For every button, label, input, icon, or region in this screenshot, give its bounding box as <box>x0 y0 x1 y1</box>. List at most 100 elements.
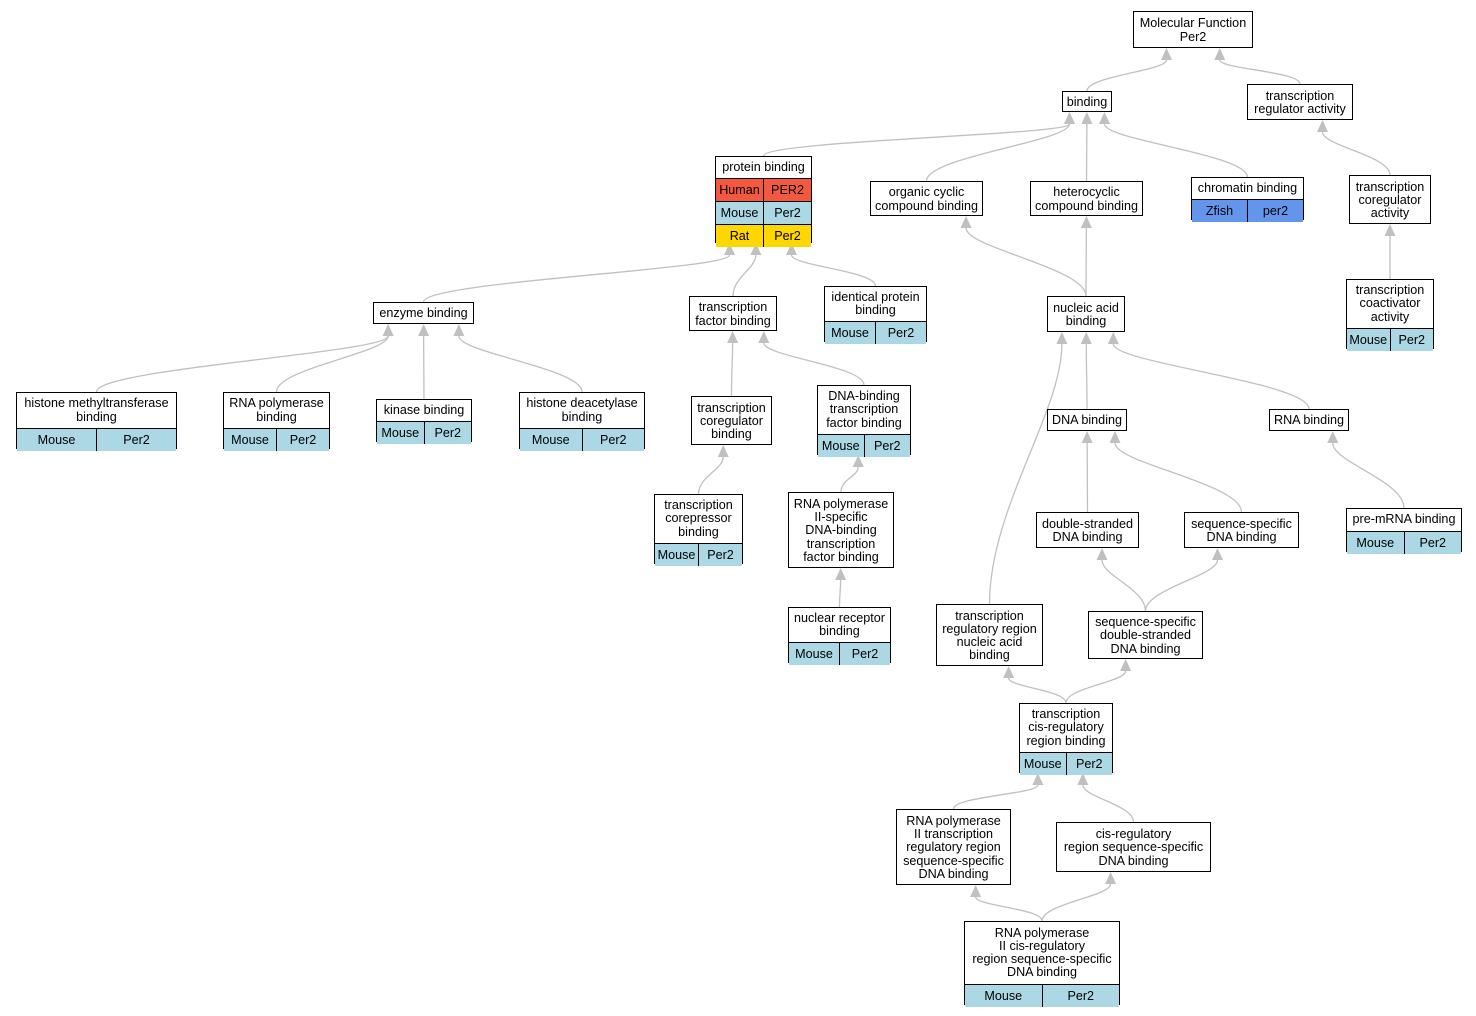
go-term-label: RNA binding <box>1273 413 1344 428</box>
arrowhead-transcription-cis-regulatory-region-binding-to-transcription-regulatory-region-nucleic-acid-binding <box>1003 666 1015 678</box>
go-term-dna-binding[interactable]: DNA binding <box>1047 409 1127 431</box>
edge-transcription-cis-regulatory-region-binding-to-sequence-specific-ds-dna-binding <box>1065 670 1127 704</box>
go-term-rna-pol-ii-transcription-regulatory-region-ss-dna-binding[interactable]: RNA polymerase II transcription regulato… <box>896 809 1011 885</box>
go-term-molecular-function[interactable]: Molecular Function Per2 <box>1133 11 1253 48</box>
gene-symbol: Per2 <box>423 422 472 444</box>
go-term-heterocyclic-compound-binding[interactable]: heterocyclic compound binding <box>1030 181 1143 216</box>
go-term-label: transcription factor binding <box>695 300 771 328</box>
go-term-organic-cyclic-compound-binding[interactable]: organic cyclic compound binding <box>870 181 983 216</box>
go-term-nucleic-acid-binding[interactable]: nucleic acid binding <box>1047 296 1125 332</box>
edge-enzyme-binding-to-protein-binding <box>422 254 731 303</box>
species-label: Mouse <box>720 206 759 220</box>
gene-symbol: PER2 <box>763 179 811 201</box>
go-term-label: transcription corepressor binding <box>664 498 733 539</box>
go-term-cis-regulatory-region-ss-dna-binding[interactable]: cis-regulatory region sequence-specific … <box>1056 822 1211 872</box>
go-term-label: transcription coactivator activity <box>1355 283 1425 324</box>
species-label: Mouse <box>795 647 833 661</box>
edge-rna-pol-ii-dna-binding-tf-binding-to-dna-binding-transcription-factor-binding <box>840 466 859 493</box>
species-label: Mouse <box>531 433 570 447</box>
arrowhead-dna-binding-to-nucleic-acid-binding <box>1080 332 1092 344</box>
go-term-label: histone deacetylase binding <box>526 396 638 424</box>
gene-symbol: per2 <box>1247 200 1303 222</box>
species-label: Mouse <box>657 548 696 562</box>
go-term-double-stranded-dna-binding[interactable]: double-stranded DNA binding <box>1036 512 1139 548</box>
edge-sequence-specific-ds-dna-binding-to-double-stranded-dna-binding <box>1101 559 1147 612</box>
edge-dna-binding-to-nucleic-acid-binding <box>1085 343 1088 410</box>
go-term-transcription-regulator-activity[interactable]: transcription regulator activity <box>1247 84 1353 120</box>
arrowhead-nuclear-receptor-binding-to-rna-pol-ii-dna-binding-tf-binding <box>835 568 847 580</box>
go-term-rna-binding[interactable]: RNA binding <box>1269 409 1349 431</box>
go-term-sequence-specific-dna-binding[interactable]: sequence-specific DNA binding <box>1184 512 1299 548</box>
go-term-label: RNA polymerase binding <box>229 396 324 424</box>
species-label: Mouse <box>231 433 269 447</box>
arrowhead-heterocyclic-compound-binding-to-binding <box>1081 112 1093 124</box>
species-label: Rat <box>729 229 750 243</box>
go-term-label: cis-regulatory region sequence-specific … <box>1063 827 1204 868</box>
go-term-label: Molecular Function Per2 <box>1139 16 1247 44</box>
go-term-label: heterocyclic compound binding <box>1035 185 1138 213</box>
arrowhead-sequence-specific-ds-dna-binding-to-double-stranded-dna-binding <box>1096 548 1108 560</box>
edge-histone-methyltransferase-binding-to-enzyme-binding <box>95 335 389 393</box>
annotation-row-mouse[interactable]: Mouse Per2 <box>716 201 811 224</box>
arrowhead-rna-binding-to-nucleic-acid-binding <box>1107 332 1119 344</box>
gene-symbol: Per2 <box>863 435 911 457</box>
go-term-dna-binding-transcription-factor-binding[interactable]: DNA-binding transcription factor binding… <box>817 385 911 457</box>
arrowhead-cis-regulatory-region-ss-dna-binding-to-transcription-cis-regulatory-region-binding <box>1077 773 1089 785</box>
arrowhead-rna-pol-ii-cis-regulatory-region-ss-dna-binding-to-rna-pol-ii-transcription-regulatory-region-ss-dna-binding <box>970 885 982 897</box>
go-term-rna-pol-ii-cis-regulatory-region-ss-dna-binding[interactable]: RNA polymerase II cis-regulatory region … <box>964 921 1120 1007</box>
go-term-label: organic cyclic compound binding <box>875 185 978 213</box>
go-term-transcription-cis-regulatory-region-binding[interactable]: transcription cis-regulatory region bind… <box>1019 703 1113 775</box>
species-label: Mouse <box>831 326 869 340</box>
go-term-transcription-factor-binding[interactable]: transcription factor binding <box>689 296 777 331</box>
edge-rna-pol-ii-cis-regulatory-region-ss-dna-binding-to-cis-regulatory-region-ss-dna-binding <box>1041 883 1112 922</box>
go-term-rna-pol-ii-dna-binding-tf-binding[interactable]: RNA polymerase II-specific DNA-binding t… <box>788 492 894 568</box>
arrowhead-enzyme-binding-to-protein-binding <box>724 243 736 255</box>
arrowhead-transcription-factor-binding-to-protein-binding <box>750 243 762 255</box>
go-term-sequence-specific-ds-dna-binding[interactable]: sequence-specific double-stranded DNA bi… <box>1088 611 1203 659</box>
species-label: Mouse <box>37 433 76 447</box>
arrowhead-pre-mrna-binding-to-rna-binding <box>1327 431 1339 443</box>
arrowhead-double-stranded-dna-binding-to-dna-binding <box>1081 431 1093 443</box>
gene-symbol: Per2 <box>763 202 811 224</box>
go-term-transcription-coregulator-activity[interactable]: transcription coregulator activity <box>1349 175 1431 224</box>
gene-symbol: Per2 <box>1389 329 1434 351</box>
edge-rna-pol-ii-transcription-regulatory-region-ss-dna-binding-to-transcription-cis-regulatory-region-binding <box>952 784 1039 810</box>
arrowhead-dna-binding-transcription-factor-binding-to-transcription-factor-binding <box>758 331 770 343</box>
go-term-enzyme-binding[interactable]: enzyme binding <box>373 302 474 324</box>
gene-symbol: Per2 <box>1041 985 1120 1007</box>
go-term-binding[interactable]: binding <box>1062 91 1112 112</box>
go-term-label: RNA polymerase II transcription regulato… <box>903 813 1004 881</box>
go-term-label: chromatin binding <box>1197 180 1298 195</box>
go-term-label: nuclear receptor binding <box>793 610 885 638</box>
go-term-transcription-coregulator-binding[interactable]: transcription coregulator binding <box>691 396 772 445</box>
edge-cis-regulatory-region-ss-dna-binding-to-transcription-cis-regulatory-region-binding <box>1082 784 1135 823</box>
go-term-transcription-regulatory-region-nucleic-acid-binding[interactable]: transcription regulatory region nucleic … <box>936 604 1043 666</box>
go-term-label: DNA binding <box>1051 413 1122 428</box>
